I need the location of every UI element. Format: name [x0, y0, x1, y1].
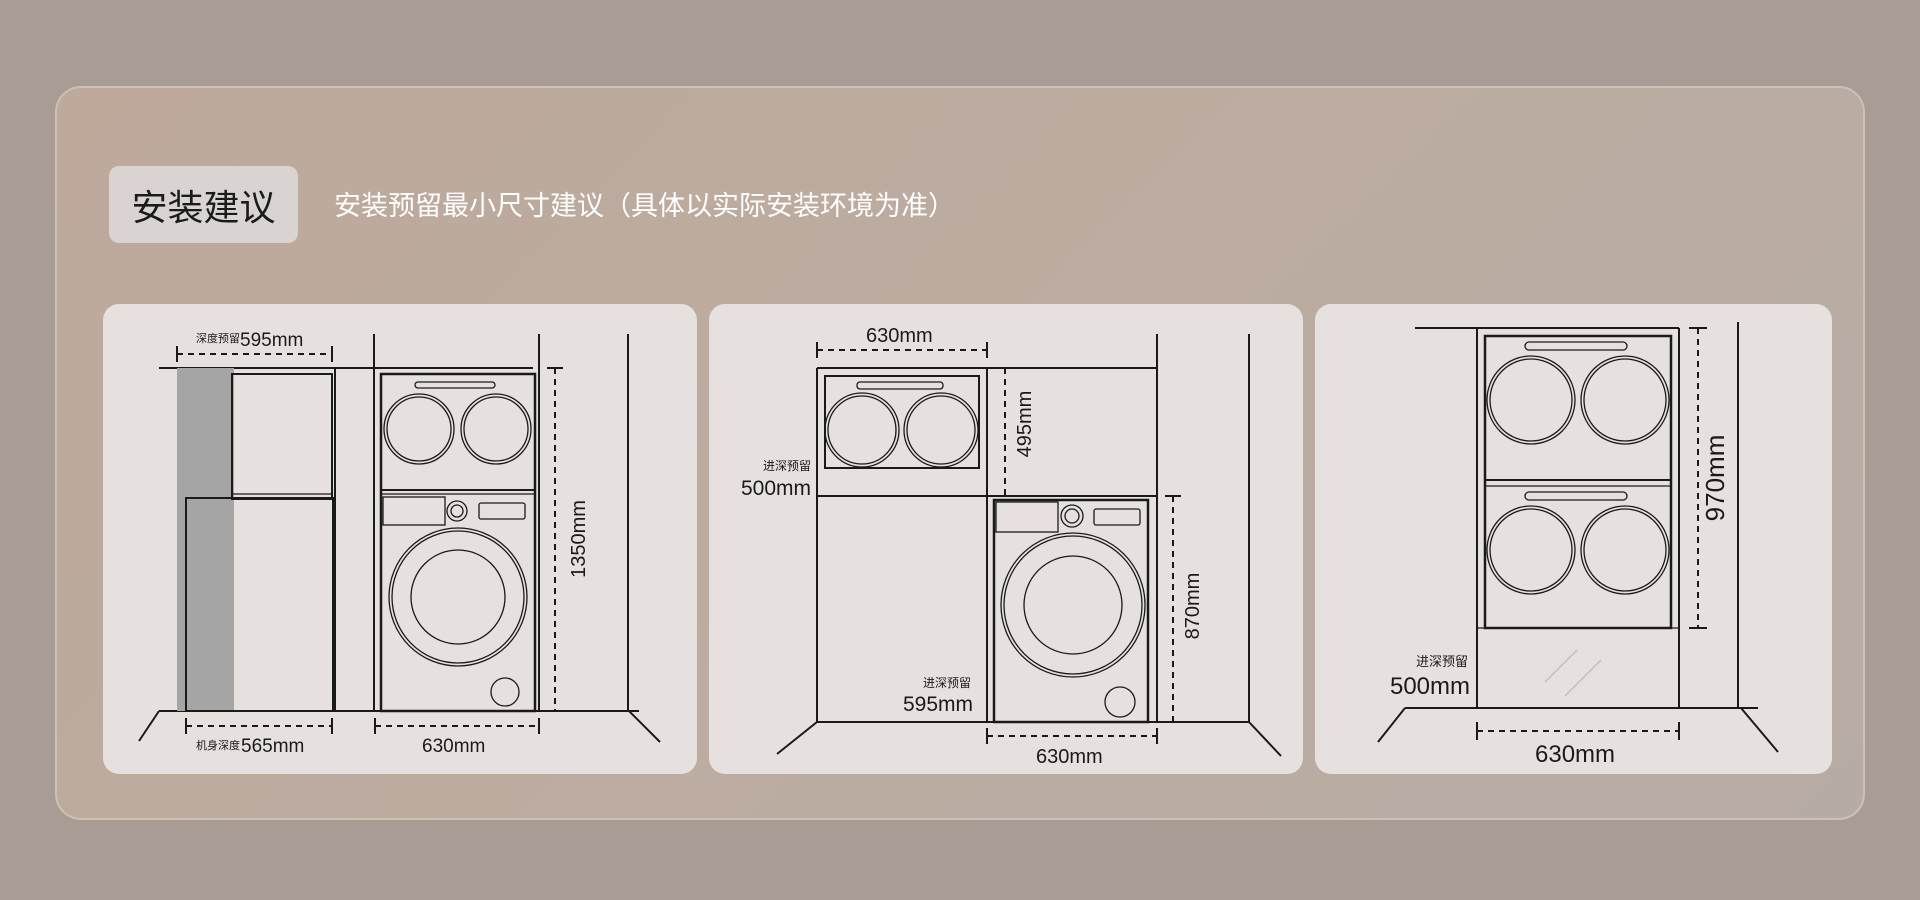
diagram-card-3: 970mm 进深预留 500mm 630mm	[1315, 304, 1832, 774]
diagram2-top-width: 630mm	[866, 325, 933, 347]
diagram3-bottom-width: 630mm	[1535, 741, 1615, 768]
diagram-card-2: 630mm 495mm 进深预留 500mm 进深预留 595mm 630mm …	[709, 304, 1303, 774]
diagram-3-drawing: 970mm 进深预留 500mm 630mm	[1377, 322, 1779, 768]
diagram3-height: 970mm	[1700, 435, 1730, 522]
diagram1-top-value: 595mm	[240, 330, 303, 351]
diagram-1-drawing: 深度预留 595mm 机身深度 565mm 630mm 1350mm	[138, 330, 661, 757]
diagram1-bottom-value: 565mm	[241, 736, 304, 757]
section-subtitle: 安装预留最小尺寸建议（具体以实际安装环境为准）	[334, 191, 955, 221]
diagram-2-drawing: 630mm 495mm 进深预留 500mm 进深预留 595mm 630mm …	[741, 325, 1282, 768]
diagram2-side-prefix: 进深预留	[763, 459, 811, 473]
section-title-badge: 安装建议	[109, 166, 298, 243]
diagram3-side-prefix: 进深预留	[1416, 654, 1468, 669]
diagram-card-1: 深度预留 595mm 机身深度 565mm 630mm 1350mm	[103, 304, 697, 774]
diagram2-bottom-prefix: 进深预留	[923, 676, 971, 690]
diagram1-top-prefix: 深度预留	[196, 331, 240, 345]
diagram3-side-value: 500mm	[1390, 673, 1470, 700]
section-title: 安装建议	[131, 186, 276, 228]
diagram2-bottom-width: 630mm	[1036, 746, 1103, 768]
diagram1-height: 1350mm	[568, 500, 590, 578]
diagram1-bottom-prefix: 机身深度	[196, 738, 240, 752]
diagram1-bottom-width: 630mm	[422, 736, 485, 757]
diagram2-dryer-height: 495mm	[1014, 391, 1036, 458]
diagram2-washer-height: 870mm	[1182, 573, 1204, 640]
diagram2-side-value: 500mm	[741, 477, 811, 500]
diagram2-bottom-value: 595mm	[903, 693, 973, 716]
